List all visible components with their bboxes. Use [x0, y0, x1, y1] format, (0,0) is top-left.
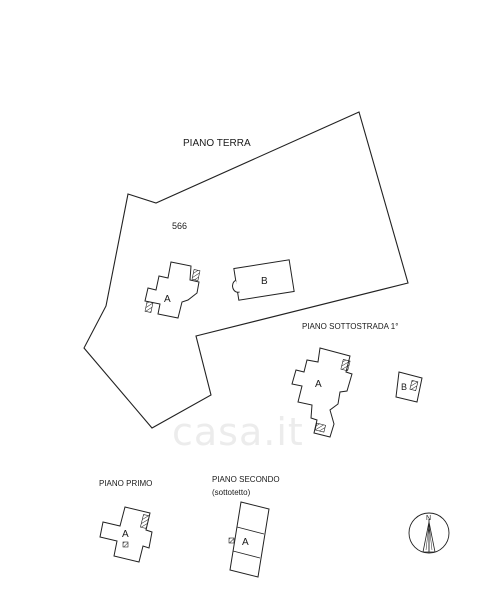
- first-floor-building-a-label: A: [122, 529, 129, 540]
- ground-floor-parcel-outline: [83, 111, 409, 429]
- north-arrow-icon: N: [408, 512, 450, 554]
- compass-north-label: N: [426, 515, 431, 522]
- basement-building-b-label: B: [401, 382, 407, 392]
- basement-floor-label: PIANO SOTTOSTRADA 1°: [302, 322, 398, 331]
- second-floor-label: PIANO SECONDO: [212, 475, 280, 484]
- basement-building-a: A: [291, 347, 353, 438]
- ground-building-b: B: [232, 259, 295, 301]
- basement-building-b: B: [395, 371, 423, 403]
- ground-building-a-label: A: [164, 294, 171, 305]
- second-floor-note: (sottotetto): [212, 488, 251, 497]
- watermark: casa.it: [172, 410, 304, 454]
- first-floor-building-a: A: [99, 506, 153, 563]
- ground-building-a: A: [144, 261, 201, 319]
- ground-building-b-label: B: [261, 276, 268, 287]
- ground-floor-label: PIANO TERRA: [183, 138, 251, 149]
- basement-building-a-label: A: [315, 379, 322, 390]
- second-floor-building-a: A: [228, 501, 270, 578]
- first-floor-label: PIANO PRIMO: [99, 479, 152, 488]
- parcel-number: 566: [172, 221, 187, 231]
- second-floor-building-a-label: A: [242, 537, 249, 548]
